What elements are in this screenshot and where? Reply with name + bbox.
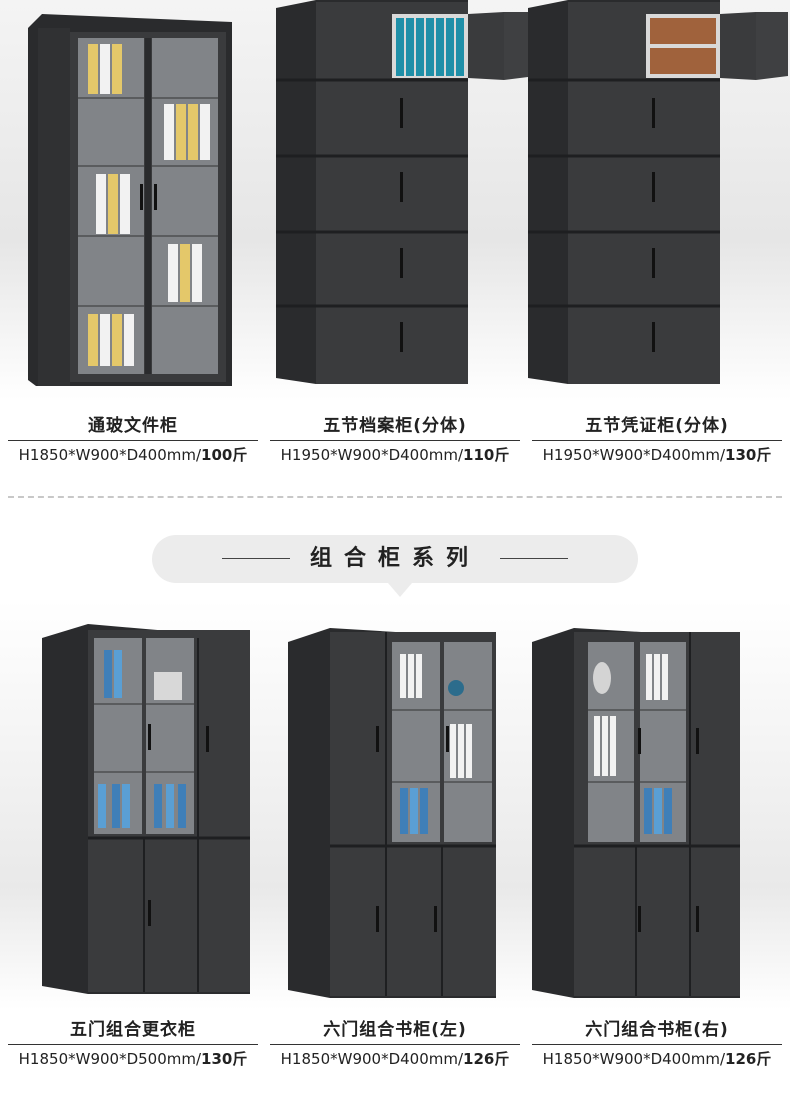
five-section-archive-cabinet-image [276,0,536,384]
product-caption-3: 五节凭证柜(分体) H1950*W900*D400mm/130斤 [532,414,782,465]
spec-weight: 110斤 [463,446,510,464]
spec-weight: 130斤 [725,446,772,464]
spec-dimensions: H1850*W900*D400mm/ [542,1050,726,1068]
product-name: 六门组合书柜(左) [323,1020,467,1040]
spec-dimensions: H1850*W900*D500mm/ [18,1050,202,1068]
product-name: 六门组合书柜(右) [585,1020,729,1040]
five-door-locker-image [42,624,250,994]
caption-underline [8,1044,258,1045]
product-spec: H1950*W900*D400mm/110斤 [270,445,520,465]
product-caption-4: 五门组合更衣柜 H1850*W900*D500mm/130斤 [8,1018,258,1069]
spec-dimensions: H1850*W900*D400mm/ [18,446,202,464]
caption-underline [532,1044,782,1045]
banner-line-left [222,558,290,559]
banner-pointer [388,583,412,597]
product-spec: H1850*W900*D400mm/100斤 [8,445,258,465]
product-caption-5: 六门组合书柜(左) H1850*W900*D400mm/126斤 [270,1018,520,1069]
product-spec: H1850*W900*D400mm/126斤 [270,1049,520,1069]
spec-dimensions: H1950*W900*D400mm/ [542,446,726,464]
product-name: 五门组合更衣柜 [70,1020,196,1040]
product-spec: H1850*W900*D400mm/126斤 [532,1049,782,1069]
spec-weight: 126斤 [725,1050,772,1068]
six-door-bookcase-left-image [288,628,496,998]
spec-weight: 100斤 [201,446,248,464]
caption-underline [532,440,782,441]
series-title: 组合柜系列 [309,546,480,571]
spec-dimensions: H1950*W900*D400mm/ [280,446,464,464]
product-spec: H1850*W900*D500mm/130斤 [8,1049,258,1069]
section-divider [8,496,782,498]
six-door-bookcase-right-image [532,628,740,998]
caption-underline [270,1044,520,1045]
product-caption-6: 六门组合书柜(右) H1850*W900*D400mm/126斤 [532,1018,782,1069]
series-banner: 组合柜系列 [152,535,638,583]
banner-line-right [500,558,568,559]
glass-door-file-cabinet-image [28,14,232,386]
caption-underline [270,440,520,441]
spec-dimensions: H1850*W900*D400mm/ [280,1050,464,1068]
product-name: 五节档案柜(分体) [323,416,467,436]
spec-weight: 130斤 [201,1050,248,1068]
product-spec: H1950*W900*D400mm/130斤 [532,445,782,465]
product-name: 五节凭证柜(分体) [585,416,729,436]
product-name: 通玻文件柜 [88,416,178,436]
product-caption-1: 通玻文件柜 H1850*W900*D400mm/100斤 [8,414,258,465]
spec-weight: 126斤 [463,1050,510,1068]
product-caption-2: 五节档案柜(分体) H1950*W900*D400mm/110斤 [270,414,520,465]
five-section-voucher-cabinet-image [528,0,788,384]
caption-underline [8,440,258,441]
